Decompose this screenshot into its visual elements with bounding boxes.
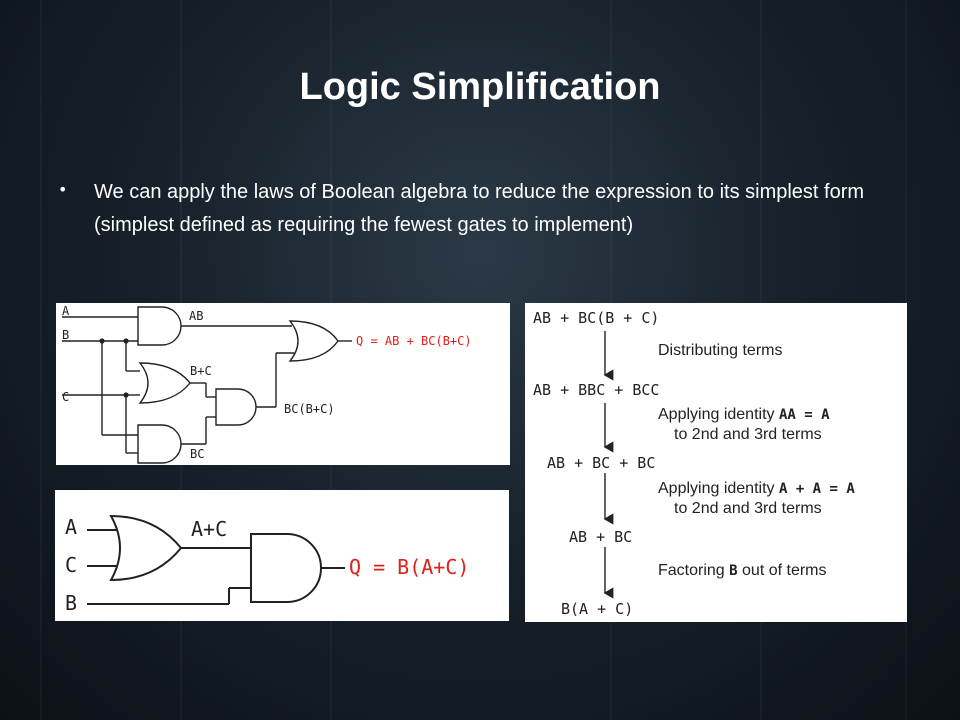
original-circuit-panel: A B C AB B+C BC BC(B+C) Q = AB + BC(B+C)	[56, 303, 510, 465]
input-label-a: A	[62, 304, 70, 318]
simplified-circuit-panel: A C B A+C Q = B(A+C)	[55, 490, 509, 621]
step-description-3: Applying identity A + A = A	[658, 480, 855, 497]
background-streak	[40, 0, 42, 720]
simplified-input-a: A	[65, 515, 77, 539]
step-description-3-detail: to 2nd and 3rd terms	[674, 500, 822, 517]
label-a-or-c: A+C	[191, 517, 227, 541]
simplification-steps-diagram: AB + BC(B + C) Distributing terms AB + B…	[533, 309, 855, 618]
step-description-2-detail: to 2nd and 3rd terms	[674, 426, 822, 443]
step-expression-4: AB + BC	[569, 528, 632, 546]
step-expression-2: AB + BBC + BCC	[533, 381, 659, 399]
bullet-icon: •	[58, 180, 68, 199]
simplification-steps-panel: AB + BC(B + C) Distributing terms AB + B…	[525, 303, 907, 622]
slide-title: Logic Simplification	[299, 66, 661, 108]
original-circuit-diagram: A B C AB B+C BC BC(B+C) Q = AB + BC(B+C)	[62, 304, 472, 464]
step-expression-1: AB + BC(B + C)	[533, 309, 659, 327]
step-description-1: Distributing terms	[658, 342, 782, 359]
step-expression-5: B(A + C)	[561, 600, 633, 618]
label-bc-times: BC(B+C)	[284, 402, 335, 416]
simplified-circuit-diagram: A C B A+C Q = B(A+C)	[65, 514, 469, 615]
simplified-input-c: C	[65, 553, 77, 577]
step-description-2: Applying identity AA = A	[658, 406, 830, 423]
bullet-text: We can apply the laws of Boolean algebra…	[94, 181, 865, 236]
label-b-or-c: B+C	[190, 364, 212, 378]
input-label-c: C	[62, 390, 69, 404]
step-expression-3: AB + BC + BC	[547, 454, 655, 472]
simplified-output-expression: Q = B(A+C)	[349, 555, 469, 579]
input-label-b: B	[62, 328, 69, 342]
output-expression: Q = AB + BC(B+C)	[356, 334, 472, 348]
simplified-input-b: B	[65, 591, 77, 615]
label-bc: BC	[190, 447, 204, 461]
step-description-4: Factoring B out of terms	[658, 562, 827, 579]
label-ab: AB	[189, 309, 203, 323]
